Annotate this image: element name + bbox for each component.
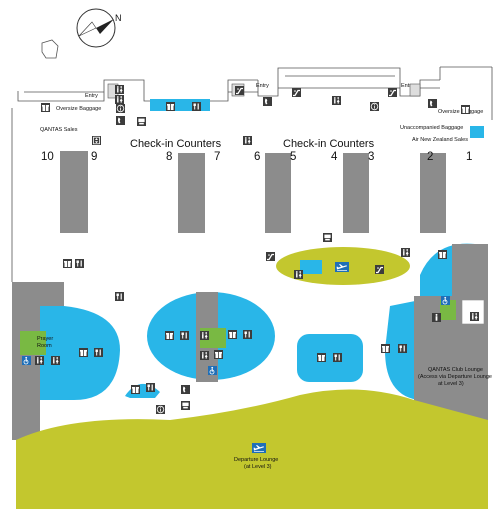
restaurant-icon (398, 344, 407, 353)
gift-shop-icon (131, 385, 140, 394)
restaurant-icon (115, 292, 124, 301)
baggage-icon (461, 105, 470, 114)
telephone-icon (181, 385, 190, 394)
counter-numbers: 10 9 8 7 6 5 4 3 2 1 (41, 151, 472, 163)
escalator-icon (387, 87, 398, 98)
restaurant-icon (333, 353, 342, 362)
departure-icon (335, 262, 349, 272)
gift-shop-icon (63, 259, 72, 268)
toilets-icon (243, 136, 252, 145)
escalator-icon (265, 251, 276, 262)
restaurant-icon (192, 102, 201, 111)
escalator-icon (234, 85, 245, 96)
checkin-counter-blocks (60, 151, 446, 233)
gift-shop-icon (381, 344, 390, 353)
accessible-icon (207, 365, 218, 376)
counter-block (343, 153, 369, 233)
kiosk-strip (470, 126, 484, 138)
restaurant-icon (94, 348, 103, 357)
counter-number: 1 (466, 151, 472, 163)
location-inset-map (41, 39, 59, 59)
gift-shop-icon (228, 330, 237, 339)
gift-shop-icon (438, 250, 447, 259)
information-icon (115, 103, 126, 114)
counter-number: 6 (254, 151, 260, 163)
accessible-icon (440, 295, 451, 306)
departure-lounge-label-2: (at Level 3) (244, 464, 272, 470)
counter-number: 9 (91, 151, 97, 163)
counter-block (420, 153, 446, 233)
toilets-icon (332, 96, 341, 105)
gift-shop-icon (317, 353, 326, 362)
atm-icon (181, 401, 190, 410)
qantas-club-block (414, 296, 488, 420)
counter-block (60, 151, 88, 233)
telephone-icon (428, 99, 437, 108)
person-icon (432, 313, 441, 322)
prayer-room-label-2: Room (37, 343, 52, 349)
toilets-icon (401, 248, 410, 257)
compass-rose-icon: N (76, 8, 122, 48)
checkin-heading-right: Check-in Counters (283, 138, 375, 150)
baggage-icon (41, 103, 50, 112)
atm-icon (323, 233, 332, 242)
toilets-icon (51, 356, 60, 365)
toilets-icon (294, 270, 303, 279)
island-kiosk (300, 260, 322, 274)
information-icon (369, 101, 380, 112)
lift-icon (91, 135, 102, 146)
accessible-icon (21, 355, 32, 366)
restaurant-icon (180, 331, 189, 340)
door-box (409, 83, 421, 97)
toilets-icon (35, 356, 44, 365)
prayer-room (20, 331, 46, 355)
entry-label-right: Entry (401, 83, 414, 89)
gift-shop-icon (166, 102, 175, 111)
prayer-room-label-1: Prayer (37, 336, 53, 342)
oversize-baggage-right-label: Oversize Baggage (438, 109, 483, 115)
unaccompanied-baggage-label: Unaccompanied Baggage (400, 125, 463, 131)
restaurant-icon (243, 330, 252, 339)
toilets-icon (115, 95, 124, 104)
entry-label-left: Entry (85, 93, 98, 99)
counter-number: 8 (166, 151, 172, 163)
telephone-icon (263, 97, 272, 106)
counter-number: 7 (214, 151, 220, 163)
toilets-icon (200, 351, 209, 360)
entry-label-middle: Entry (256, 83, 269, 89)
information-icon (155, 404, 166, 415)
qantas-club-label-3: at Level 3) (438, 381, 464, 387)
compass-north-label: N (115, 13, 122, 23)
toilets-icon (470, 312, 479, 321)
counter-block (178, 153, 205, 233)
qantas-sales-label: QANTAS Sales (40, 127, 78, 133)
checkin-heading-left: Check-in Counters (130, 138, 222, 150)
escalator-icon (291, 87, 302, 98)
restaurant-icon (146, 383, 155, 392)
air-nz-sales-label: Air New Zealand Sales (412, 137, 468, 143)
counter-number: 2 (427, 151, 433, 163)
departure-lounge-icon (252, 443, 266, 453)
escalator-icon (374, 264, 385, 275)
gift-shop-icon (214, 350, 223, 359)
atm-icon (137, 117, 146, 126)
toilets-icon (200, 331, 209, 340)
counter-number: 10 (41, 151, 54, 163)
telephone-icon (116, 116, 125, 125)
counter-number: 3 (368, 151, 374, 163)
departure-lounge-label-1: Departure Lounge (234, 457, 278, 463)
restaurant-icon (75, 259, 84, 268)
east-concourse (297, 334, 363, 382)
qantas-club-label-2: (Access via Departure Lounge (418, 374, 492, 380)
counter-number: 5 (290, 151, 296, 163)
toilets-icon (115, 85, 124, 94)
counter-number: 4 (331, 151, 338, 163)
qantas-club-label-1: QANTAS Club Lounge (428, 367, 483, 373)
gift-shop-icon (79, 348, 88, 357)
counter-block (265, 153, 291, 233)
gift-shop-icon (165, 331, 174, 340)
oversize-baggage-left-label: Oversize Baggage (56, 106, 101, 112)
